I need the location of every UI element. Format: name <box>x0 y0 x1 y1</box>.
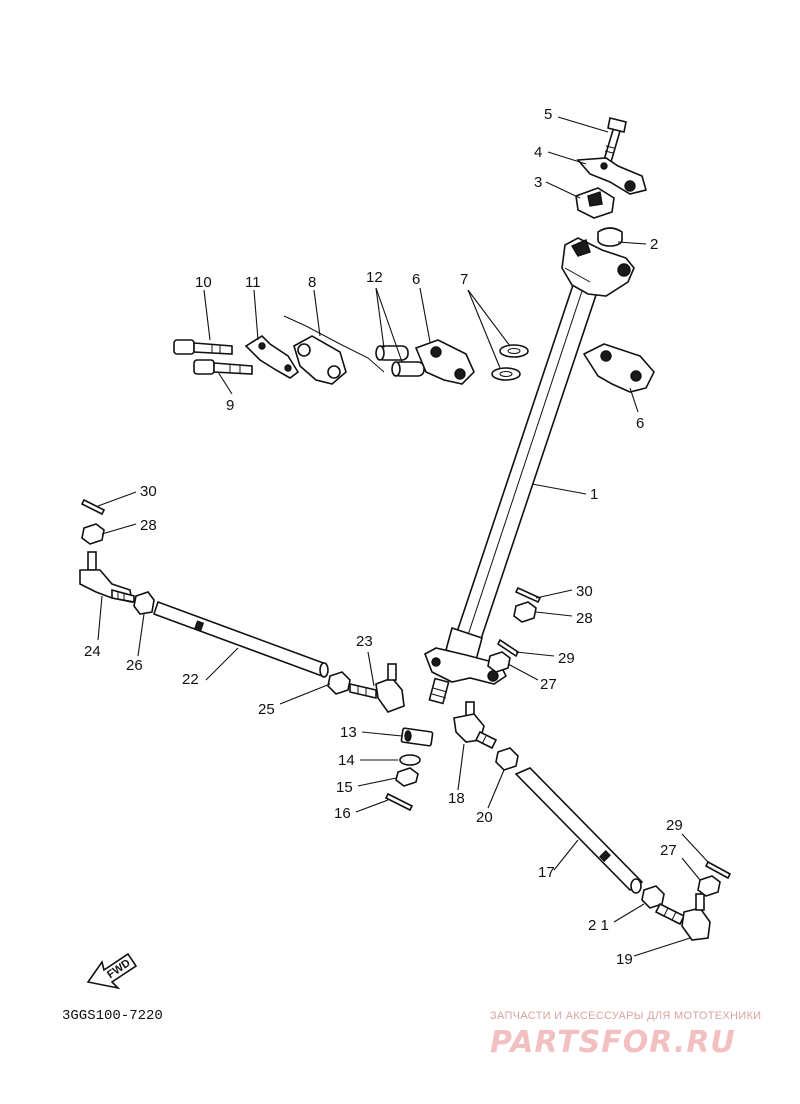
callout-21: 2 1 <box>588 917 609 934</box>
forward-direction-arrow-icon: FWD <box>86 952 138 990</box>
watermark-tagline: ЗАПЧАСТИ И АКСЕССУАРЫ ДЛЯ МОТОТЕХНИКИ <box>490 1010 761 1022</box>
callout-27: 27 <box>540 676 557 693</box>
callout-28: 28 <box>140 517 157 534</box>
holder-clamp-part <box>414 339 475 385</box>
lock-plate-part <box>244 334 300 379</box>
callout-27: 27 <box>660 842 677 859</box>
watermark-brand: PARTSFOR.RU <box>490 1025 736 1060</box>
washer-part <box>491 344 529 381</box>
tie-rod-part <box>514 767 644 894</box>
watermark: ЗАПЧАСТИ И АКСЕССУАРЫ ДЛЯ МОТОТЕХНИКИ PA… <box>490 1010 761 1060</box>
collar-part <box>375 345 425 377</box>
callout-12: 12 <box>366 269 383 286</box>
callout-6: 6 <box>636 415 644 432</box>
callout-30: 30 <box>140 483 157 500</box>
callout-13: 13 <box>340 724 357 741</box>
callout-15: 15 <box>336 779 353 796</box>
callout-20: 20 <box>476 809 493 826</box>
lock-plate-part <box>576 157 647 195</box>
callout-8: 8 <box>308 274 316 291</box>
tie-rod-end-part <box>349 663 405 713</box>
callout-9: 9 <box>226 397 234 414</box>
callout-18: 18 <box>448 790 465 807</box>
tie-rod-end-part <box>654 893 711 941</box>
top-hardware <box>575 117 647 247</box>
cotter-pin-part <box>384 792 414 812</box>
callout-28: 28 <box>576 610 593 627</box>
washer-part <box>399 754 421 766</box>
callout-30: 30 <box>576 583 593 600</box>
callout-29: 29 <box>666 817 683 834</box>
callout-24: 24 <box>84 643 101 660</box>
callout-numbers: 1 2 3 4 5 6 6 7 8 9 10 11 12 13 14 15 16… <box>84 106 683 968</box>
callout-11: 11 <box>245 274 261 291</box>
bolt-part <box>603 117 627 163</box>
steering-shaft-part <box>423 237 635 705</box>
callout-5: 5 <box>544 106 552 123</box>
callout-16: 16 <box>334 805 351 822</box>
tie-rod-end-part <box>453 701 498 750</box>
callout-7: 7 <box>460 271 468 288</box>
right-tie-rod-assembly <box>453 586 732 941</box>
callout-23: 23 <box>356 633 373 650</box>
holder-clamp-part <box>582 343 655 393</box>
callout-10: 10 <box>195 274 212 291</box>
nut-part <box>395 767 419 787</box>
callout-3: 3 <box>534 174 542 191</box>
bracket-part <box>283 315 385 385</box>
callout-29: 29 <box>558 650 575 667</box>
callout-6: 6 <box>412 271 420 288</box>
callout-22: 22 <box>182 671 199 688</box>
leader-lines <box>97 116 709 957</box>
callout-26: 26 <box>126 657 143 674</box>
callout-25: 25 <box>258 701 275 718</box>
tie-rod-part <box>152 600 329 678</box>
bolt-part <box>193 359 253 375</box>
left-tie-rod-assembly <box>79 498 434 812</box>
callout-1: 1 <box>590 486 598 503</box>
bolt-part <box>173 339 233 355</box>
bushing-part <box>597 227 623 247</box>
diagram-code: 3GGS100-7220 <box>62 1008 163 1024</box>
callout-2: 2 <box>650 236 658 253</box>
clamp-part <box>575 187 615 219</box>
callout-14: 14 <box>338 752 355 769</box>
bracket-group <box>173 315 529 385</box>
nut-part <box>400 727 434 747</box>
callout-4: 4 <box>534 144 542 161</box>
callout-17: 17 <box>538 864 555 881</box>
tie-rod-end-part <box>79 551 135 604</box>
callout-19: 19 <box>616 951 633 968</box>
